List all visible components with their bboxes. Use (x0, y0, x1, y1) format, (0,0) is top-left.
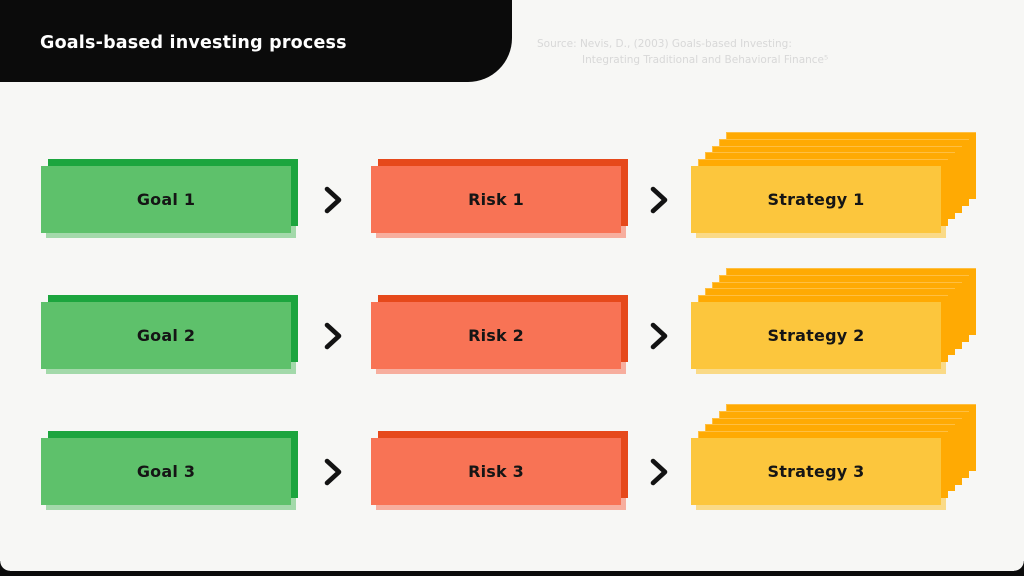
goal-2-card: Goal 2 (41, 295, 298, 374)
arrow-right-icon (324, 186, 342, 214)
strategy-3-card: Strategy 3 (691, 404, 976, 510)
source-line-1: Source: Nevis, D., (2003) Goals-based In… (537, 38, 792, 50)
title-banner: Goals-based investing process (0, 0, 512, 82)
risk-1-card: Risk 1 (371, 159, 628, 238)
footer-corner-fillet (0, 561, 10, 571)
strategy-2-card: Strategy 2 (691, 268, 976, 374)
goal-3-card: Goal 3 (41, 431, 298, 510)
goal-card-label: Goal 3 (41, 438, 291, 505)
page-title: Goals-based investing process (40, 33, 347, 53)
footer-corner-fillet (1014, 561, 1024, 571)
source-citation: Source: Nevis, D., (2003) Goals-based In… (537, 36, 867, 68)
risk-card-label: Risk 2 (371, 302, 621, 369)
arrow-right-icon (324, 322, 342, 350)
process-row-1: Goal 1 Risk 1 Strategy 1 (0, 132, 1024, 238)
strategy-card-label: Strategy 2 (691, 302, 941, 369)
process-row-2: Goal 2 Risk 2 Strategy 2 (0, 268, 1024, 374)
arrow-right-icon (650, 186, 668, 214)
goal-card-label: Goal 2 (41, 302, 291, 369)
source-line-2: Integrating Traditional and Behavioral F… (582, 54, 829, 66)
goal-1-card: Goal 1 (41, 159, 298, 238)
arrow-right-icon (650, 322, 668, 350)
strategy-card-label: Strategy 1 (691, 166, 941, 233)
risk-2-card: Risk 2 (371, 295, 628, 374)
arrow-right-icon (650, 458, 668, 486)
arrow-right-icon (324, 458, 342, 486)
process-row-3: Goal 3 Risk 3 Strategy 3 (0, 404, 1024, 510)
footer-bar (0, 571, 1024, 576)
strategy-1-card: Strategy 1 (691, 132, 976, 238)
goal-card-label: Goal 1 (41, 166, 291, 233)
risk-3-card: Risk 3 (371, 431, 628, 510)
strategy-card-label: Strategy 3 (691, 438, 941, 505)
risk-card-label: Risk 1 (371, 166, 621, 233)
risk-card-label: Risk 3 (371, 438, 621, 505)
